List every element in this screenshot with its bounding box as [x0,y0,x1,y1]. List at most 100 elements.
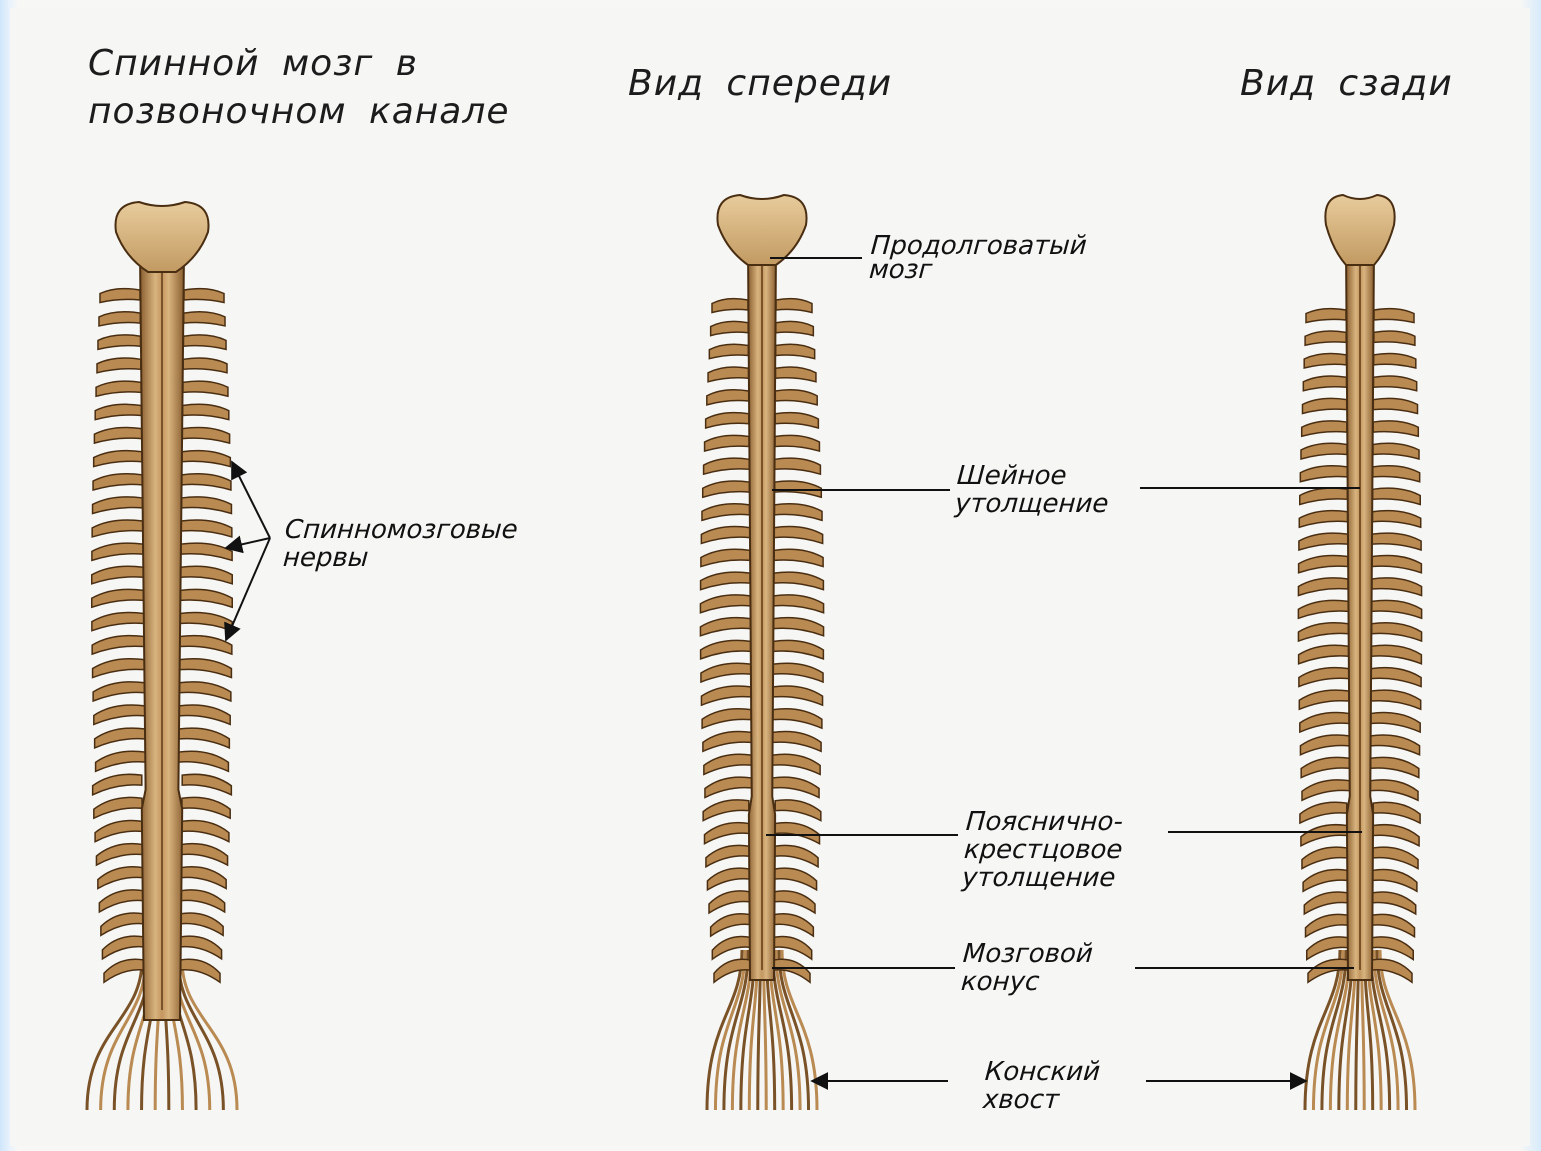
nerve-root [1299,668,1349,687]
nerve-root [1303,376,1346,391]
nerve-root [1303,870,1347,892]
nerve-root [775,800,821,821]
nerve-root [94,427,141,443]
nerve-root [1373,488,1421,504]
heading-spinal-cord-in-canal: Спинной мозг в позвоночном канале [88,40,510,136]
nerve-root [95,404,141,419]
nerve-root [706,413,749,428]
nerve-root [1298,578,1348,596]
nerve-root [709,891,749,913]
nerve-root [1298,623,1348,641]
nerve-root [93,474,142,490]
nerve-root [97,358,141,373]
nerve-root [1373,802,1420,823]
nerve-root [712,299,748,313]
label-lumbosacral-line-3: утолщение [961,864,1121,892]
nerve-root [774,572,823,590]
nerve-root [1302,780,1350,800]
nerve-root [774,914,813,936]
nerve-root [700,618,750,636]
nerve-root [701,527,749,544]
label-spinal-nerves-line-2: нервы [282,544,517,572]
nerve-root [1299,690,1349,709]
nerve-root [1370,780,1418,800]
label-cervical-line-2: утолщение [954,490,1109,518]
nerve-root [180,636,232,655]
nerve-root [1373,376,1416,391]
nerve-root [180,589,232,607]
nerve-root [1373,847,1418,868]
nerve-root [184,312,225,326]
nerve-root [1373,421,1418,436]
nerve-root [773,709,822,728]
nerve-root [101,913,144,935]
nerve-root [1372,533,1421,550]
nerve-root [705,435,749,451]
nerve-root [182,821,229,842]
nerve-root [708,367,748,382]
nerve-root [1306,914,1348,936]
nerve-root [1302,847,1347,868]
nerve-root [1304,354,1346,368]
nerve-root [774,527,822,544]
nerve-root [98,867,143,889]
label-conus-medullaris: Мозговой конус [960,940,1094,996]
heading-canal-line-2: позвоночном канале [88,88,510,136]
label-cauda-equina: Конский хвост [982,1058,1101,1114]
label-lumbosacral-line-2: крестцовое [963,836,1123,864]
label-cervical-line-1: Шейное [956,462,1111,490]
nerve-root [1371,668,1421,687]
nerve-root [92,589,144,607]
medulla-head [1325,195,1394,265]
nerve-root [711,914,750,936]
nerve-root [93,497,143,514]
nerve-root [711,321,749,335]
label-cervical-enlargement: Шейное утолщение [954,462,1111,518]
nerve-root [1301,825,1347,846]
nerve-root [776,321,814,335]
nerve-root [775,891,815,913]
nerve-root [775,868,817,890]
nerve-root [774,595,824,613]
nerve-root [1371,690,1421,709]
nerve-root [701,549,750,566]
nerve-root [707,390,749,405]
nerve-root [179,728,230,748]
label-medulla-oblongata: Продолговатый мозг [868,232,1087,284]
nerve-root [700,595,750,613]
nerve-root [180,659,232,678]
nerve-root [705,777,752,797]
nerve-root [99,312,140,326]
nerve-root [1302,421,1347,436]
nerve-root [1298,600,1348,618]
nerve-root [100,289,140,303]
heading-canal-line-1: Спинной мозг в [88,40,510,88]
nerve-root [182,497,232,514]
nerve-root [181,520,232,537]
nerve-root [1373,870,1417,892]
nerve-root [702,504,750,521]
nerve-root [707,868,749,890]
nerve-root [1299,645,1349,664]
nerve-root [1373,398,1417,413]
nerve-root [178,751,228,771]
nerve-root [1300,735,1349,755]
spine-back-view-illustration [1298,195,1421,1110]
nerve-root [1300,713,1349,732]
label-lumbosacral-line-1: Пояснично- [965,808,1125,836]
label-cauda-line-2: хвост [982,1086,1099,1114]
nerve-root [1371,713,1420,732]
nerve-root [92,636,144,655]
nerve-root [92,612,144,630]
nerve-root [182,451,230,467]
nerve-root [1300,802,1347,823]
nerve-root [181,890,225,912]
nerve-root [181,566,233,584]
nerve-root [773,663,823,682]
medulla-head [717,195,806,265]
nerve-root [701,663,751,682]
nerve-root [1373,892,1416,914]
nerve-root [704,823,748,844]
nerve-root [775,458,821,474]
nerve-root [1373,825,1419,846]
